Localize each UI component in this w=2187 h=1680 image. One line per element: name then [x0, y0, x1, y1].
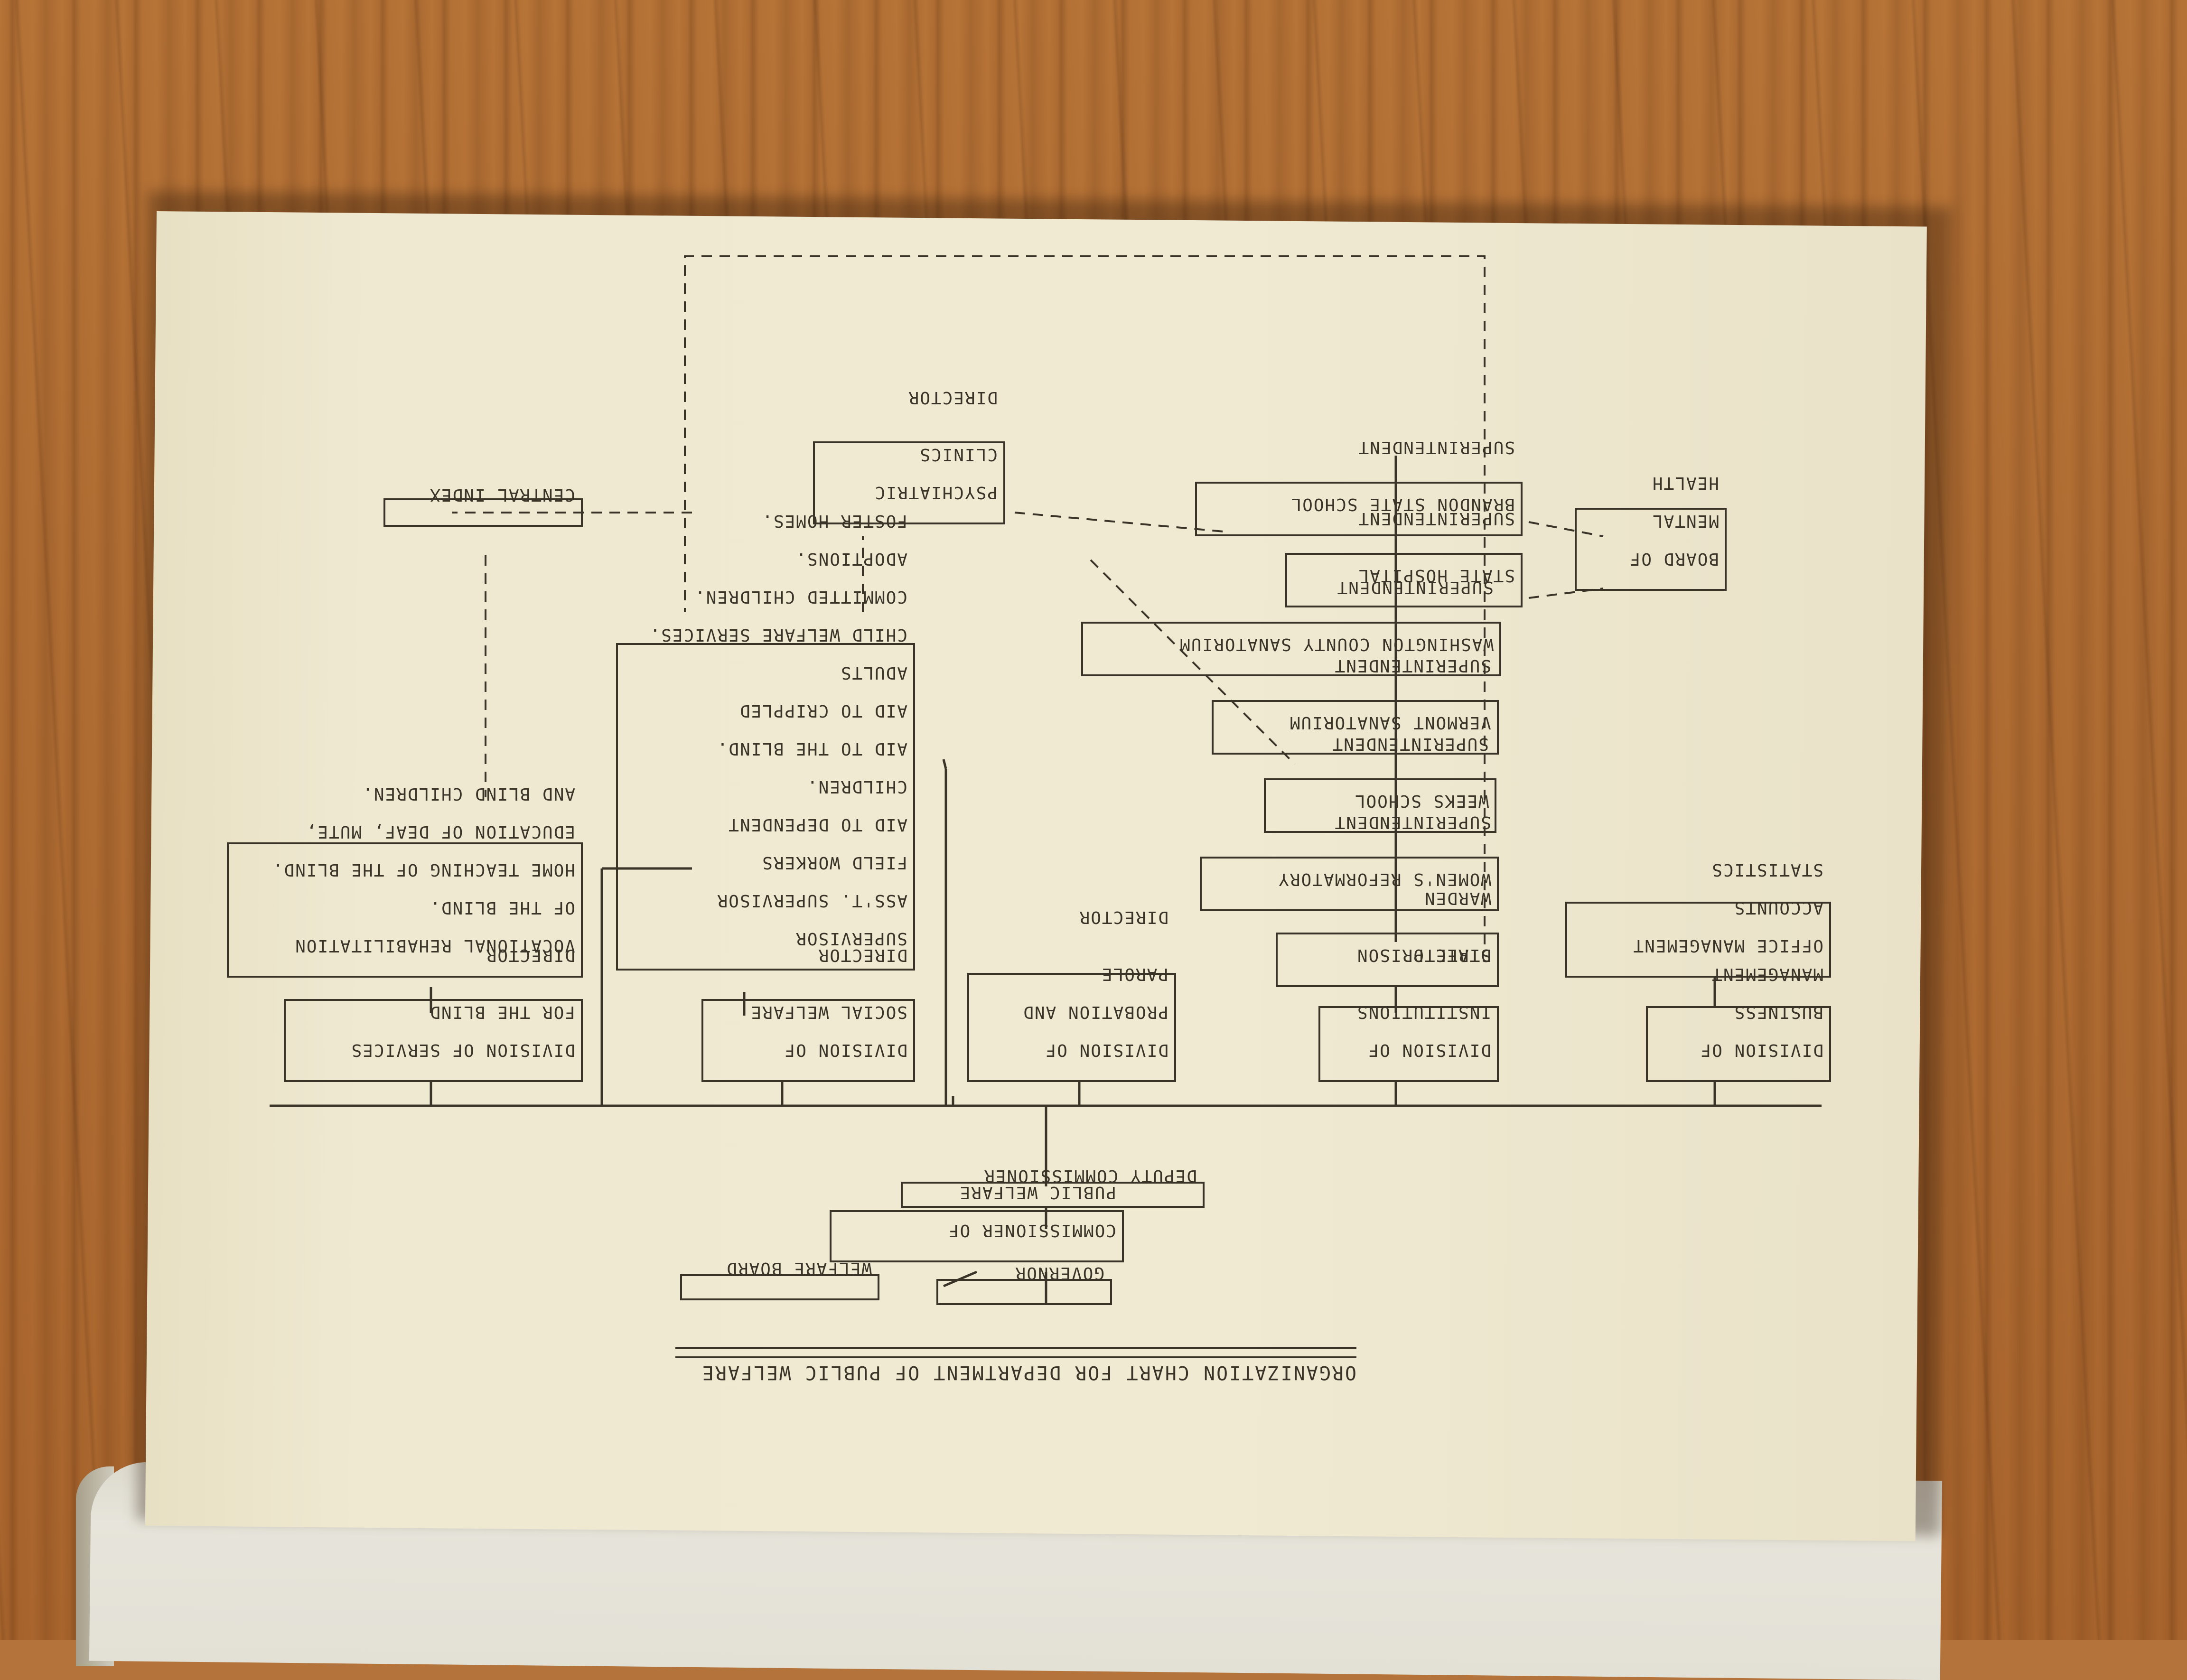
title-underlines	[675, 1347, 1356, 1358]
social-welfare-functions-box: SUPERVISOR ASS'T. SUPERVISOR FIELD WORKE…	[616, 511, 915, 971]
weeks-school-box: WEEKS SCHOOL SUPERINTENDENT	[1264, 734, 1496, 833]
state-hospital-box: STATE HOSPITAL SUPERINTENDENT	[1285, 509, 1523, 607]
blind-functions-box: VOCATIONAL REHABILITATION OF THE BLIND. …	[227, 784, 583, 978]
org-chart-photo: ORGANIZATION CHART FOR DEPARTMENT OF PUB…	[227, 255, 1831, 1383]
central-index-box: CENTRAL INDEX	[383, 485, 583, 527]
washington-county-box: WASHINGTON COUNTY SANATORIUM SUPERINTEND…	[1081, 578, 1501, 676]
psych-weeks-dashed	[1090, 559, 1296, 765]
division-blind-box: DIVISION OF SERVICES FOR THE BLIND DIREC…	[284, 945, 583, 1082]
org-chart-upright: ORGANIZATION CHART FOR DEPARTMENT OF PUB…	[227, 255, 1831, 1383]
welfare-board-box: WELFARE BOARD	[680, 1259, 879, 1300]
vermont-sanatorium-box: VERMONT SANATORIUM SUPERINTENDENT	[1212, 656, 1499, 755]
division-business-box: DIVISION OF BUSINESS MANAGEMENT	[1646, 964, 1831, 1082]
womens-reformatory-box: WOMEN'S REFORMATORY SUPERINTENDENT	[1200, 812, 1499, 911]
division-institutions-box: DIVISION OF INSTITUTIONS DIRECTOR	[1318, 945, 1499, 1082]
division-probation-box: DIVISION OF PROBATION AND PAROLE DIRECTO…	[967, 907, 1176, 1082]
commissioner-box: COMMISSIONER OF PUBLIC WELFARE	[830, 1183, 1124, 1262]
state-prison-box: STATE PRISON WARDEN	[1276, 888, 1499, 987]
hospital-mental-health-dashed	[1528, 588, 1604, 599]
psychiatric-clinics-box: PSYCHIATRIC CLINICS DIRECTOR	[813, 388, 1005, 524]
deputy-commissioner-box: DEPUTY COMMISSIONER	[901, 1166, 1205, 1208]
brandon-state-school-box: BRANDON STATE SCHOOL SUPERINTENDENT	[1195, 438, 1523, 536]
governor-box: GOVERNOR	[936, 1263, 1112, 1305]
division-social-welfare-box: DIVISION OF SOCIAL WELFARE DIRECTOR	[701, 945, 915, 1082]
office-management-box: OFFICE MANAGEMENT ACCOUNTS STATISTICS	[1565, 860, 1831, 978]
governor-welfare-board-line	[943, 1270, 977, 1288]
dashed-outer-loop	[684, 255, 1486, 944]
connector-lines	[270, 255, 1822, 1305]
brandon-mental-health-dashed	[1528, 521, 1604, 537]
board-mental-health-box: BOARD OF MENTAL HEALTH	[1575, 473, 1727, 591]
